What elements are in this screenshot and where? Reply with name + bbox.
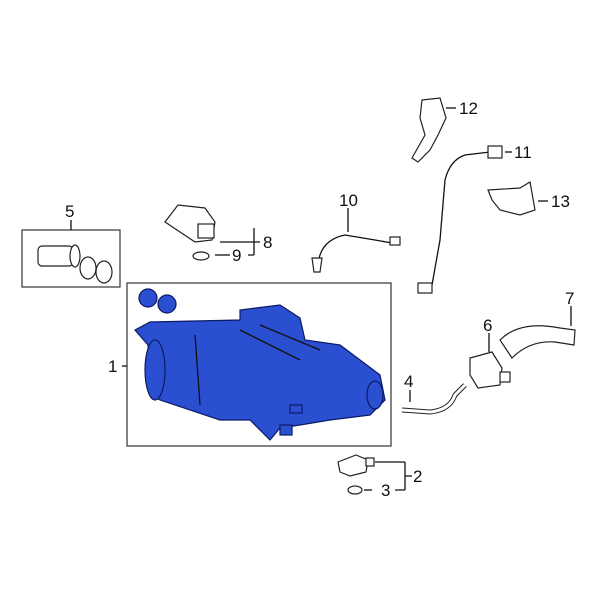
callout-5: 5 xyxy=(65,202,74,221)
part-11-hose[interactable] xyxy=(417,145,503,294)
part-5-pump[interactable] xyxy=(21,229,121,288)
seal-ring xyxy=(157,294,177,314)
callout-13: 13 xyxy=(551,192,570,211)
part-7-hose[interactable] xyxy=(499,325,576,359)
part-1-canister[interactable] xyxy=(126,282,392,447)
callout-6: 6 xyxy=(483,316,492,335)
callout-9: 9 xyxy=(232,246,241,265)
part-8-sensor[interactable] xyxy=(164,204,216,243)
callout-11: 11 xyxy=(514,143,532,162)
callout-4: 4 xyxy=(404,372,413,391)
callout-3: 3 xyxy=(381,481,390,500)
callout-2: 2 xyxy=(413,467,422,486)
part-12-bracket[interactable] xyxy=(411,97,447,163)
callout-8: 8 xyxy=(263,233,272,252)
part-1-box xyxy=(126,282,392,447)
part-3-seal[interactable] xyxy=(347,485,363,495)
callout-12: 12 xyxy=(459,99,478,118)
callout-10: 10 xyxy=(339,191,358,210)
seal-ring xyxy=(138,288,158,308)
callout-1: 1 xyxy=(108,357,117,376)
part-2-sensor[interactable] xyxy=(337,454,375,477)
part-6-valve[interactable] xyxy=(469,351,511,389)
part-9-seal[interactable] xyxy=(192,251,210,261)
part-13-bracket[interactable] xyxy=(487,181,536,216)
part-10-hose[interactable] xyxy=(311,234,401,273)
callout-7: 7 xyxy=(565,289,574,308)
